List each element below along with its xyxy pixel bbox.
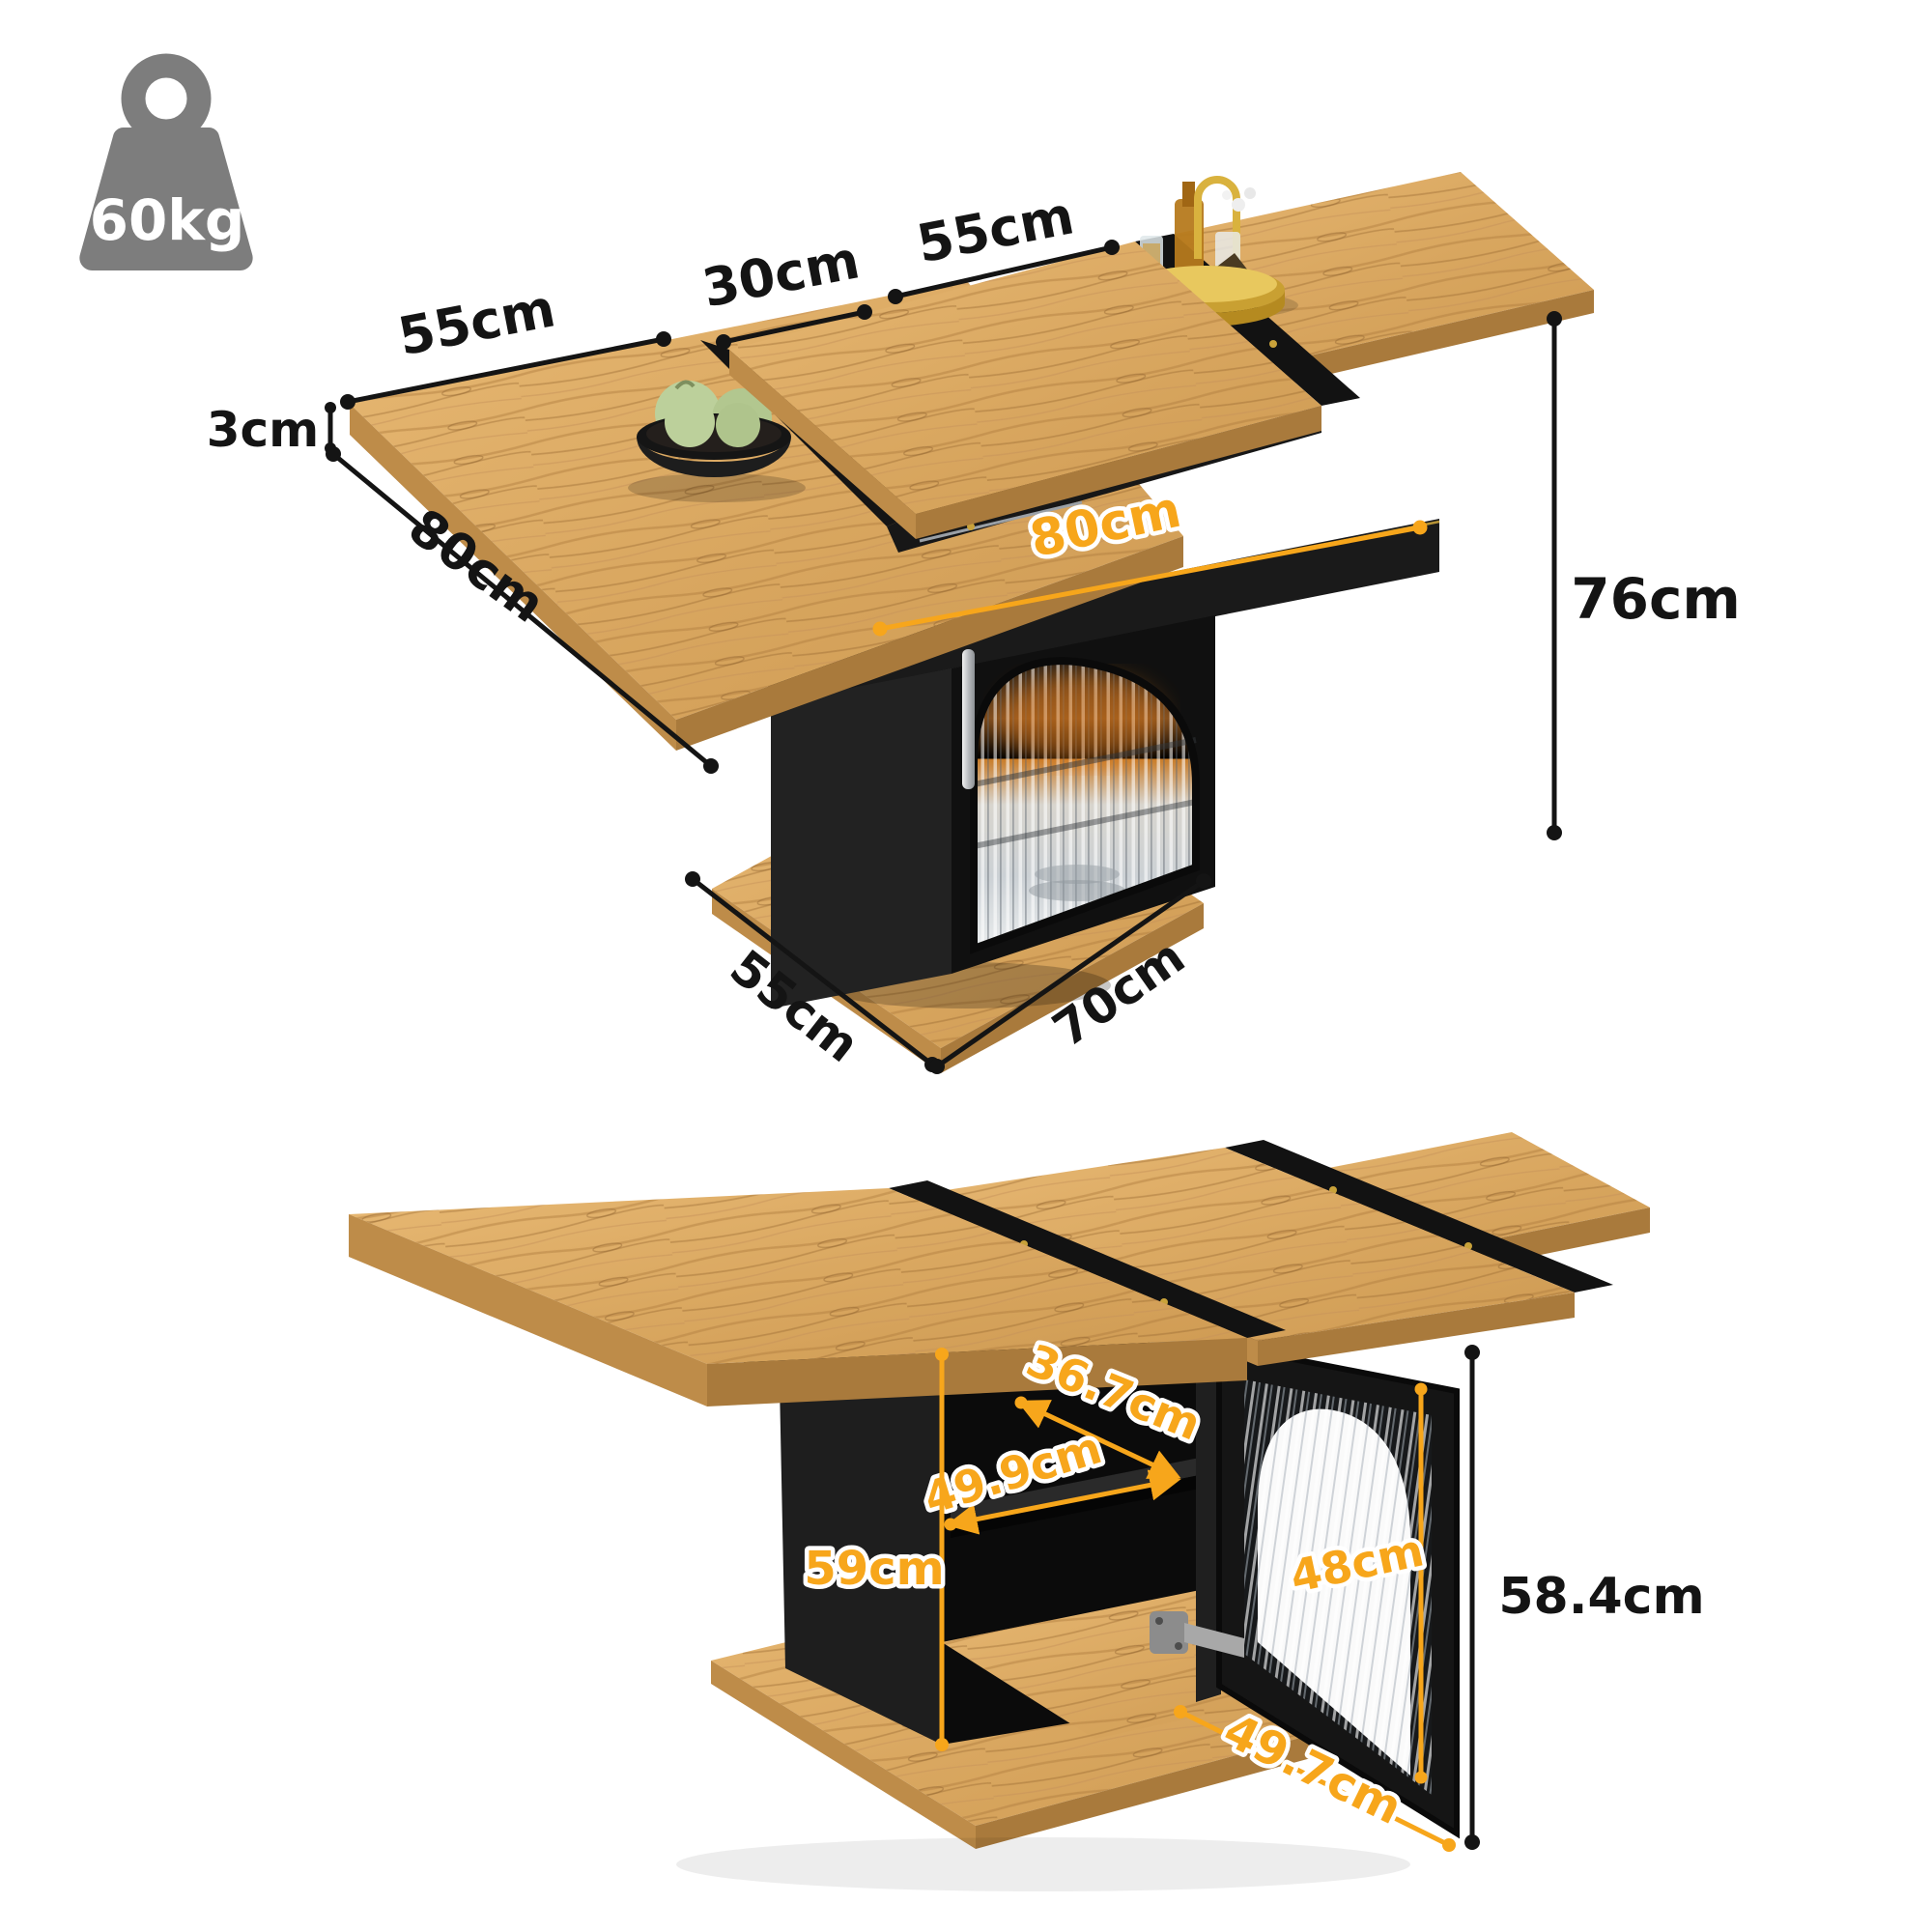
- floor-shadow: [676, 1837, 1410, 1891]
- weight-capacity-badge: 60kg: [79, 53, 253, 271]
- dim-tabletop-thickness: 3cm: [207, 402, 336, 458]
- dim-cabinet-side-height-label: 58.4cm: [1498, 1568, 1704, 1626]
- tabletop-center-leaf: [729, 242, 1321, 539]
- door-handle-icon: [962, 649, 975, 789]
- pedestal-cabinet: [771, 615, 1215, 1009]
- dim-left-leaf-width-label: 55cm: [393, 277, 559, 367]
- fluted-glass-door: [970, 657, 1200, 954]
- cabinet-left-panel: [779, 1337, 942, 1745]
- dim-table-height-label: 76cm: [1571, 566, 1741, 632]
- weight-capacity-label: 60kg: [90, 187, 245, 253]
- fruit-bowl: [628, 380, 806, 502]
- door-hinge-bottom-icon: [1150, 1611, 1244, 1658]
- dim-tabletop-thickness-label: 3cm: [207, 402, 320, 458]
- bottom-figure: 36.7cm 49.9cm 59cm 48cm 58.4cm 49.7cm: [349, 1132, 1705, 1891]
- hinge-post: [1196, 1302, 1221, 1702]
- dim-interior-height: 59cm: [800, 1348, 949, 1751]
- top-figure: 60kg 55cm 30cm 55cm 3cm 80cm 80cm 76cm: [79, 53, 1741, 1074]
- dim-table-height: 76cm: [1547, 311, 1741, 840]
- dim-interior-height-label: 59cm: [804, 1542, 944, 1596]
- tabletop-left-leaf-open: [349, 1188, 1247, 1406]
- fluted-glass-door-open: [1216, 1341, 1460, 1839]
- dim-cabinet-side-height: 58.4cm: [1464, 1345, 1705, 1850]
